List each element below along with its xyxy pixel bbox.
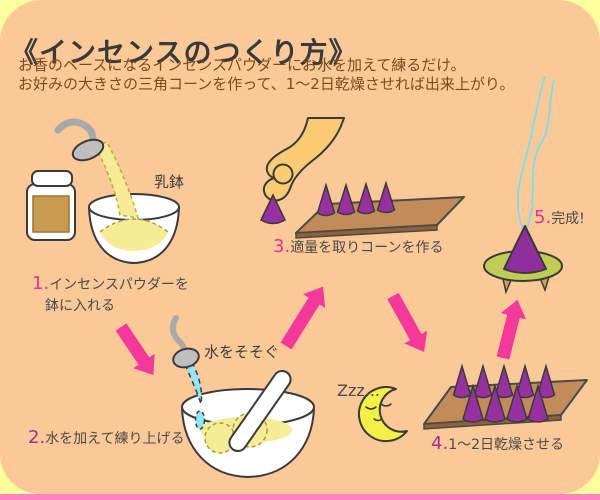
spoon-bowl-icon — [71, 138, 105, 162]
powder-stream-icon — [93, 141, 140, 219]
intro-text: お香のベースになるインセンスパウダーにお水を加えて練るだけ。 お好みの大きさの三… — [18, 56, 515, 94]
powder-mound-outline — [99, 218, 169, 233]
incense-cone-icon — [316, 182, 336, 217]
incense-cone-icon — [506, 383, 528, 423]
step3-number: 3. — [273, 236, 291, 257]
arrow-step1-to-step2 — [115, 323, 155, 376]
page-title: 《インセンスのつくり方》 — [10, 35, 358, 69]
step4-text: 1〜2日乾燥させる — [448, 437, 565, 453]
shaped-cone-icon — [260, 193, 286, 225]
step1-text: インセンスパウダーを — [49, 277, 189, 293]
step4-caption: 4.1〜2日乾燥させる — [431, 433, 564, 454]
step5-number: 5. — [534, 207, 552, 228]
incense-cone-icon — [462, 383, 484, 423]
arrow-step4-to-step5 — [496, 299, 527, 360]
step4-illustration — [423, 363, 588, 430]
pestle-icon — [228, 369, 292, 453]
arrow-step3-to-step4 — [387, 292, 428, 352]
arrow-step2-to-step3 — [280, 286, 326, 350]
step1-illustration — [26, 118, 180, 265]
drying-board-edge-icon — [295, 224, 438, 239]
step3-caption: 3.適量を取りコーンを作る — [273, 236, 444, 257]
step1-caption: 1.インセンスパウダーを — [32, 273, 189, 294]
step3-illustration — [260, 117, 465, 239]
smoke-icon — [516, 75, 546, 228]
finished-cone-icon — [503, 225, 547, 274]
step2-illustration — [170, 315, 315, 479]
water-stream-icon — [185, 360, 203, 405]
step5-text: 完成! — [551, 211, 585, 227]
zzz-label: Zzz... — [337, 381, 381, 400]
water-drop-icon — [194, 410, 206, 430]
incense-cone-icon — [336, 182, 356, 216]
incense-cone-icon — [452, 363, 472, 399]
step2-number: 2. — [28, 427, 46, 448]
mortar-label: 乳鉢 — [154, 173, 185, 191]
hand-icon — [262, 117, 345, 202]
incense-cone-icon — [494, 363, 514, 399]
incense-cone-icon — [376, 180, 396, 214]
powder-mound-icon — [100, 219, 168, 251]
powder-jar-label-icon — [32, 195, 70, 233]
pour-water-label: 水をそそぐ — [204, 343, 280, 361]
step1-text-line2: 鉢に入れる — [45, 298, 115, 314]
finger-icon — [272, 163, 294, 185]
step2-text: 水を加えて練り上げる — [45, 431, 185, 447]
sleeping-moon-icon — [358, 386, 408, 443]
incense-cone-icon — [356, 181, 376, 215]
ladle-bowl-icon — [172, 347, 200, 369]
step4-number: 4. — [431, 433, 449, 454]
step2-caption: 2.水を加えて練り上げる — [28, 427, 185, 448]
step5-illustration — [483, 75, 563, 295]
step1-number: 1. — [32, 273, 50, 294]
step1-caption-line2: 鉢に入れる — [45, 295, 115, 315]
step3-text: 適量を取りコーンを作る — [290, 240, 444, 256]
incense-cone-icon — [484, 383, 506, 423]
incense-cone-icon — [527, 383, 549, 423]
smoke-icon — [526, 79, 555, 228]
intro-line-2: お好みの大きさの三角コーンを作って、1〜2日乾燥させれば出来上がり。 — [18, 75, 515, 93]
intro-line-1: お香のベースになるインセンスパウダーにお水を加えて練るだけ。 — [18, 56, 466, 74]
step5-caption: 5.完成! — [534, 207, 585, 228]
incense-cone-icon — [473, 363, 493, 399]
spoon-handle-icon — [54, 118, 97, 149]
powder-jar-lid-icon — [31, 170, 73, 187]
